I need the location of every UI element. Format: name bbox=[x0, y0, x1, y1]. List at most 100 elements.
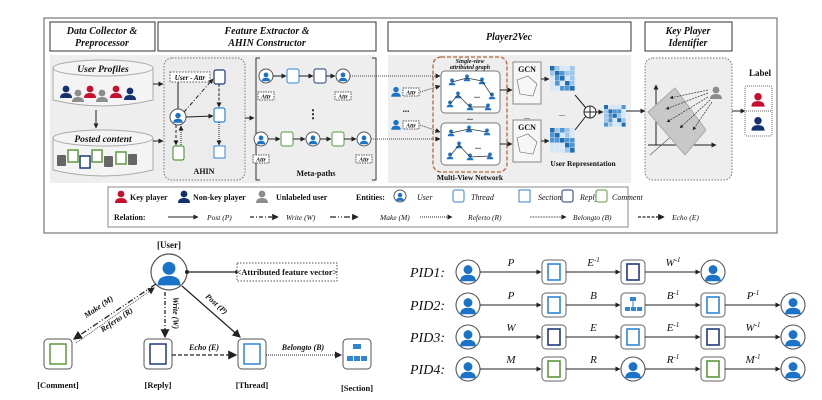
matrix-cell bbox=[565, 81, 570, 86]
matrix-cell bbox=[555, 66, 560, 71]
identifier-box bbox=[644, 57, 733, 181]
matrix-cell bbox=[565, 71, 570, 76]
reply-icon bbox=[213, 69, 226, 85]
legend-entities-label: Entities: bbox=[356, 193, 385, 202]
legend-relation-referto: Referto (R) bbox=[467, 213, 502, 222]
user-representation-label: User Representation bbox=[550, 159, 616, 168]
gcn-network-icon bbox=[516, 75, 538, 97]
matrix-cell bbox=[570, 81, 575, 86]
embedding-matrix-bottom bbox=[550, 128, 575, 153]
matrix-cell bbox=[555, 148, 560, 153]
legend-relation-echo: Echo (E) bbox=[671, 213, 699, 222]
ellipsis: ... bbox=[559, 109, 565, 118]
schema-user-label: [User] bbox=[157, 240, 181, 250]
attr-label: Attr bbox=[337, 95, 348, 101]
hyperplane bbox=[647, 87, 707, 156]
edge-label: W bbox=[506, 322, 516, 334]
matrix-cell bbox=[570, 66, 575, 71]
matrix-cell bbox=[608, 105, 613, 109]
matrix-cell bbox=[550, 86, 555, 91]
matrix-cell bbox=[570, 148, 575, 153]
legend-entity-reply: Reply bbox=[579, 193, 599, 202]
thread-icon bbox=[547, 263, 561, 281]
multi-view-network-box bbox=[432, 56, 508, 173]
graph-edges-top bbox=[449, 77, 493, 108]
make-label: Make (M) bbox=[82, 294, 116, 321]
schema-thread-node: [Thread] bbox=[236, 338, 268, 390]
edge-label: W-1 bbox=[745, 321, 760, 334]
stage-title: Player2Vec bbox=[486, 32, 533, 43]
thread-icon bbox=[452, 189, 465, 203]
matrix-cell bbox=[604, 105, 608, 109]
schema-comment-node: [Comment] bbox=[37, 338, 79, 390]
matrix-cell bbox=[621, 122, 626, 127]
matrix-cell bbox=[555, 128, 560, 133]
reply-icon bbox=[547, 328, 561, 346]
legend-relation-label: Relation: bbox=[114, 213, 146, 222]
matrix-cell bbox=[612, 118, 617, 123]
matrix-cell bbox=[565, 148, 570, 153]
comment-icon bbox=[280, 131, 294, 147]
matrix-cell bbox=[550, 66, 555, 71]
ellipsis: ... bbox=[403, 104, 410, 114]
matrix-cell bbox=[608, 113, 613, 118]
matrix-cell bbox=[604, 109, 608, 114]
meta-paths-caption: Meta-paths bbox=[296, 169, 335, 178]
pipeline-panel: Data Collector & Preprocessor Feature Ex… bbox=[43, 17, 778, 234]
edge-label: W-1 bbox=[665, 256, 680, 269]
schema-section-node: [Section] bbox=[341, 338, 373, 393]
edge-label: E-1 bbox=[586, 256, 600, 269]
matrix-cell bbox=[612, 109, 617, 114]
embedding-matrix-top bbox=[550, 66, 575, 91]
thread-icon bbox=[243, 343, 261, 365]
ellipsis: ⋮ bbox=[307, 107, 319, 121]
comment-icon bbox=[49, 343, 67, 365]
matrix-cell bbox=[604, 122, 608, 127]
matrix-cell bbox=[612, 113, 617, 118]
player2vec-content: Attr ... Attr Single-view attributed gra… bbox=[391, 56, 626, 182]
user-attr-label: User - Attr bbox=[175, 74, 206, 82]
echo-label: Echo (E) bbox=[188, 343, 219, 352]
stage-key-player-identifier: Key Player Identifier bbox=[644, 21, 733, 52]
meta-paths-box: Attr Attr ⋮ Attr Attr bbox=[252, 57, 377, 181]
matrix-cell bbox=[565, 133, 570, 138]
matrix-cell bbox=[612, 122, 617, 127]
matrix-cell bbox=[617, 113, 622, 118]
post-edge bbox=[181, 285, 241, 338]
edge-label: E-1 bbox=[666, 321, 680, 334]
matrix-cell bbox=[621, 109, 626, 114]
matrix-cell bbox=[560, 128, 565, 133]
gcn-label: GCN bbox=[518, 65, 536, 74]
matrix-cell bbox=[555, 86, 560, 91]
single-view-label: attributed graph bbox=[450, 65, 491, 71]
matrix-cell bbox=[570, 86, 575, 91]
matrix-cell bbox=[617, 105, 622, 109]
reply-icon bbox=[313, 68, 327, 84]
matrix-cell bbox=[565, 143, 570, 148]
matrix-cell bbox=[560, 76, 565, 81]
stage-title-line2: AHIN Constructor bbox=[227, 38, 306, 49]
user-profiles-db: User Profiles bbox=[52, 59, 154, 107]
schema-reply-node: [Reply] bbox=[143, 338, 173, 390]
section-icon bbox=[630, 297, 636, 301]
section-icon bbox=[353, 344, 361, 349]
meta-path-id: PID4: bbox=[409, 363, 445, 378]
matrix-cell bbox=[608, 118, 613, 123]
comment-icon bbox=[706, 360, 720, 378]
attr-label: Attr bbox=[405, 124, 416, 130]
edge-label: B bbox=[590, 290, 597, 302]
legend: Key player Non-key player Unlabeled user… bbox=[107, 186, 643, 228]
embedding-matrix-combined bbox=[604, 105, 626, 127]
stage-title-line1: Key Player bbox=[665, 26, 711, 37]
matrix-cell bbox=[570, 128, 575, 133]
matrix-cell bbox=[565, 76, 570, 81]
schema-comment-label: [Comment] bbox=[37, 380, 79, 390]
edge-label: E bbox=[589, 322, 597, 334]
legend-relation-post: Post (P) bbox=[206, 213, 232, 222]
attr-vector-box bbox=[236, 262, 338, 282]
ellipsis: ... bbox=[467, 113, 473, 122]
matrix-cell bbox=[604, 113, 608, 118]
